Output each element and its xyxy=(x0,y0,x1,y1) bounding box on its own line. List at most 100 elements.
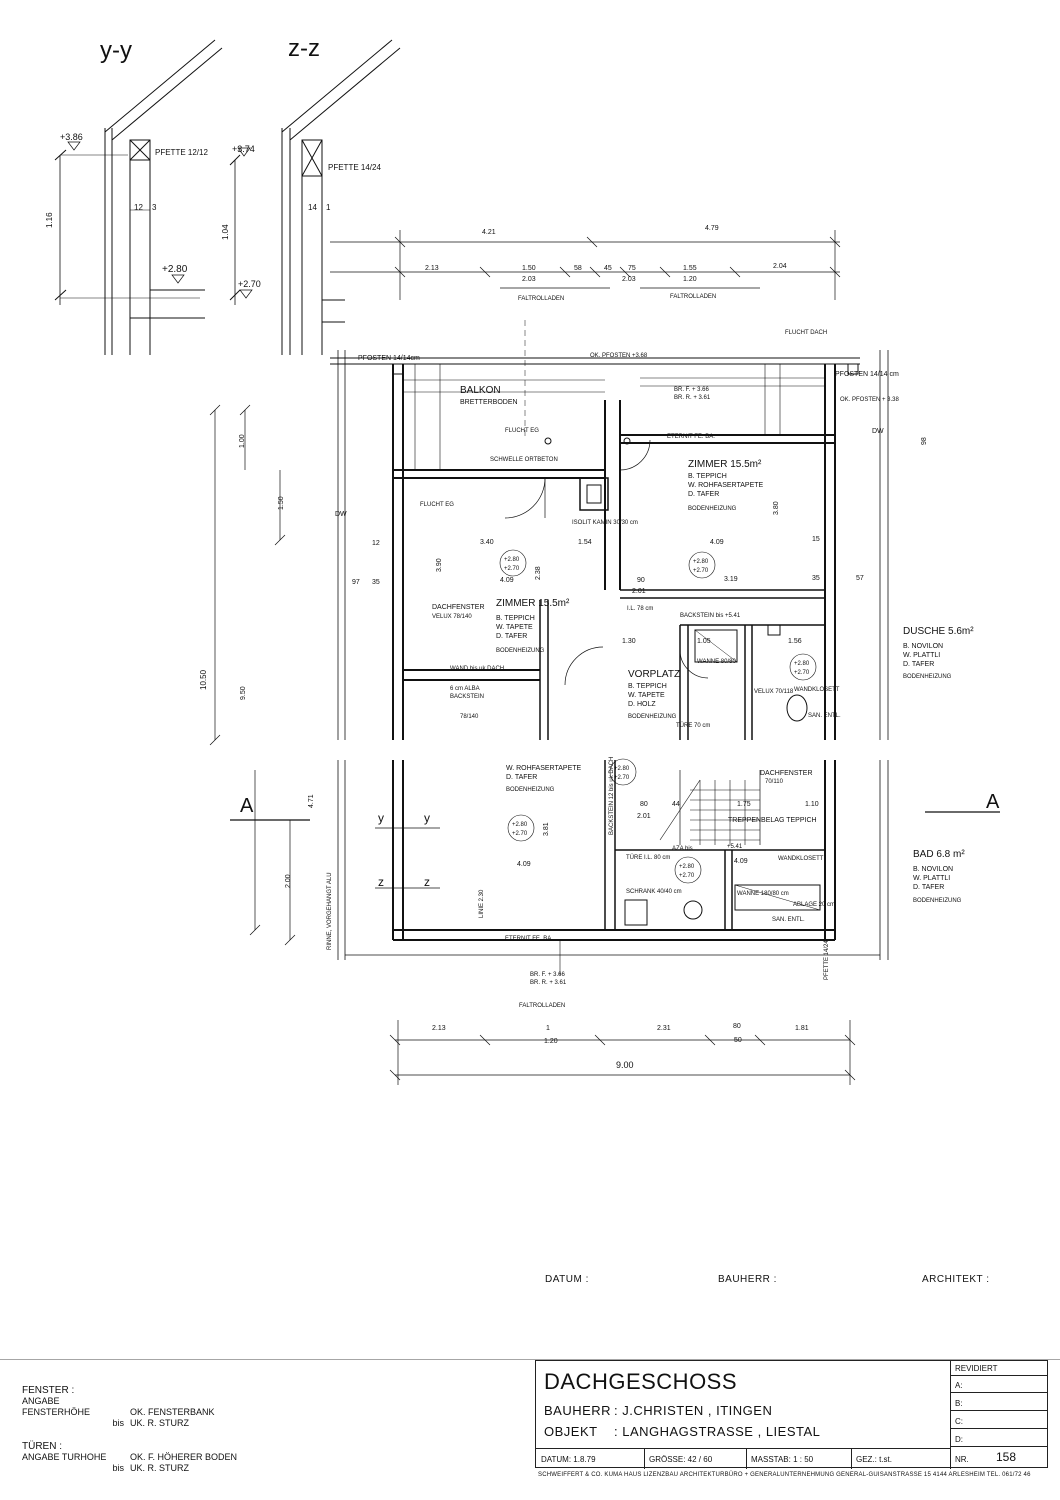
yy-width-2: 3 xyxy=(152,203,157,212)
client-value: : J.CHRISTEN , ITINGEN xyxy=(614,1403,773,1418)
brr-top: BR. R. + 3.61 xyxy=(674,395,711,401)
left-dimensions xyxy=(209,404,296,946)
walls-lower xyxy=(337,350,889,975)
inner-dim-v: 35 xyxy=(372,579,380,586)
object-key: OBJEKT xyxy=(544,1424,598,1439)
room-bad-ceiling: D. TAFER xyxy=(913,884,944,891)
room-z2-heating: BODENHEIZUNG xyxy=(496,648,545,654)
dim-left-a: 1.00 xyxy=(239,434,246,448)
wand-dach: WAND bis uk DACH xyxy=(450,666,504,672)
velux-label: VELUX 78/140 xyxy=(432,614,472,620)
drawing-title: DACHGESCHOSS xyxy=(544,1369,738,1394)
flucht-eg-1: FLUCHT EG xyxy=(505,428,539,434)
object-row: OBJEKT: LANGHAGSTRASSE , LIESTAL xyxy=(544,1424,820,1439)
footer-company-line: SCHWEIFFERT & CO. KUMA HAUS LIZENZBAU AR… xyxy=(538,1472,1031,1478)
inner-dim-h: 90 xyxy=(637,577,645,584)
section-marker-a-left: A xyxy=(240,795,254,817)
inner-dim-i: 2.01 xyxy=(632,588,646,595)
legend-turen-1a: ANGABE TURHOHE xyxy=(22,1452,107,1462)
dachfenster2-label: DACHFENSTER xyxy=(760,770,813,777)
room-dusche-heating: BODENHEIZUNG xyxy=(903,674,952,680)
room-z1-name: ZIMMER 15.5m² xyxy=(688,459,762,470)
san-entl-label: SAN. ENTL. xyxy=(808,713,841,719)
room-bad-name: BAD 6.8 m² xyxy=(913,849,965,860)
dim-top-k: 1.20 xyxy=(683,276,697,283)
room-z1-heating: BODENHEIZUNG xyxy=(688,506,737,512)
dim-bottom-total: 9.00 xyxy=(616,1060,634,1070)
wandklosett2-label: WANDKLOSETT xyxy=(778,856,824,862)
wanne2-label: WANNE 180/80 cm xyxy=(737,891,789,897)
level-3-bottom: +2.70 xyxy=(794,670,810,676)
flucht-dach: FLUCHT DACH xyxy=(785,330,827,336)
room-bad-floor: B. NOVILON xyxy=(913,866,953,873)
dachfenster-label: DACHFENSTER xyxy=(432,604,485,611)
v78-label: 78/140 xyxy=(460,714,479,720)
room-z2-wall: W. TAPETE xyxy=(496,624,533,631)
backstein-label: BACKSTEIN xyxy=(450,694,484,700)
ablage-label: ABLAGE 20 cm xyxy=(793,902,835,908)
room-z1-ceiling: D. TAFER xyxy=(688,491,719,498)
bottom-dimensions xyxy=(389,1020,856,1085)
dim-top-b: 4.79 xyxy=(705,225,719,232)
san-entl2-label: SAN. ENTL. xyxy=(772,917,805,923)
level-5-top: +2.80 xyxy=(614,766,630,772)
ture-il78: I.L. 78 cm xyxy=(627,606,653,612)
level-4-bottom: +2.70 xyxy=(512,831,528,837)
rev-b: B: xyxy=(955,1399,963,1408)
top-dimensions xyxy=(330,230,841,300)
title-block-main: DACHGESCHOSS BAUHERR: J.CHRISTEN , ITING… xyxy=(536,1361,951,1469)
level-1-top: +2.80 xyxy=(504,557,520,563)
inner-dim-f: 1.54 xyxy=(578,539,592,546)
dw-right: DW xyxy=(872,428,884,435)
dim-left-e: 4.71 xyxy=(308,794,315,808)
inner-dim-j: 1.30 xyxy=(622,638,636,645)
dim-top-e: 2.03 xyxy=(522,276,536,283)
nr-label: NR. xyxy=(955,1455,969,1464)
aza-label: AZA bis xyxy=(672,846,693,852)
zz-pfette: PFETTE 14/24 xyxy=(328,163,381,172)
level-5-bottom: +2.70 xyxy=(614,775,630,781)
revidiert-label: REVIDIERT xyxy=(955,1364,998,1373)
room-z1-floor: B. TEPPICH xyxy=(688,473,727,480)
inner-dim-l: 1.56 xyxy=(788,638,802,645)
v70-label: 70/110 xyxy=(765,779,784,785)
cut-y-right: y xyxy=(424,811,430,825)
level-4-top: +2.80 xyxy=(512,822,528,828)
level-541: +5.41 xyxy=(727,844,743,850)
inner-dim-t: 1.10 xyxy=(805,801,819,808)
dim-bottom-d: 2.31 xyxy=(657,1025,671,1032)
pfosten-right: PFOSTEN 14/14 cm xyxy=(835,371,899,378)
cut-z-left: z xyxy=(378,875,384,889)
inner-dim-y: 35 xyxy=(812,575,820,582)
ture70-label: TÜRE 70 cm xyxy=(676,722,710,729)
room-z1-wall: W. ROHFASERTAPETE xyxy=(688,482,764,489)
section-detail-zz xyxy=(229,39,401,355)
inner-dim-d: 3.90 xyxy=(436,558,443,572)
meta-gez: GEZ.: t.st. xyxy=(856,1455,893,1464)
legend-fenster-1a: ANGABE FENSTERHÖHE xyxy=(22,1396,91,1417)
yy-level-top: +3.86 xyxy=(60,132,83,142)
room-bad-wall: W. PLATTLI xyxy=(913,875,950,882)
brr-bottom: BR. R. + 3.61 xyxy=(530,980,567,986)
dim-bottom-a: 2.13 xyxy=(432,1025,446,1032)
room-z2-ceiling: D. TAFER xyxy=(496,633,527,640)
dim-right-b: 57 xyxy=(856,575,864,582)
inner-dim-w: 12 xyxy=(372,540,380,547)
legend-fenster-2a: bis xyxy=(112,1418,124,1428)
rev-a: A: xyxy=(955,1381,963,1390)
dim-top-h: 75 xyxy=(628,265,636,272)
room-z2-name: ZIMMER 15.5m² xyxy=(496,598,570,609)
yy-height: 1.16 xyxy=(45,212,54,228)
rinne-label: RINNE, VORGEHANGT ALU xyxy=(327,872,333,950)
room-vorplatz-heating: BODENHEIZUNG xyxy=(628,714,677,720)
section-marker-a-right: A xyxy=(986,791,1000,813)
dim-top-j: 1.55 xyxy=(683,265,697,272)
room-dusche-wall: W. PLATTLI xyxy=(903,652,940,659)
dim-left-d: 9.50 xyxy=(240,686,247,700)
zz-height: 1.04 xyxy=(221,224,230,240)
dim-bottom-b: 1 xyxy=(546,1025,550,1032)
wanne-label: WANNE 80/80 xyxy=(697,659,736,665)
eternit-bottom: ETERNIT FE. BA. xyxy=(505,936,553,942)
signature-datum: DATUM : xyxy=(545,1274,589,1285)
